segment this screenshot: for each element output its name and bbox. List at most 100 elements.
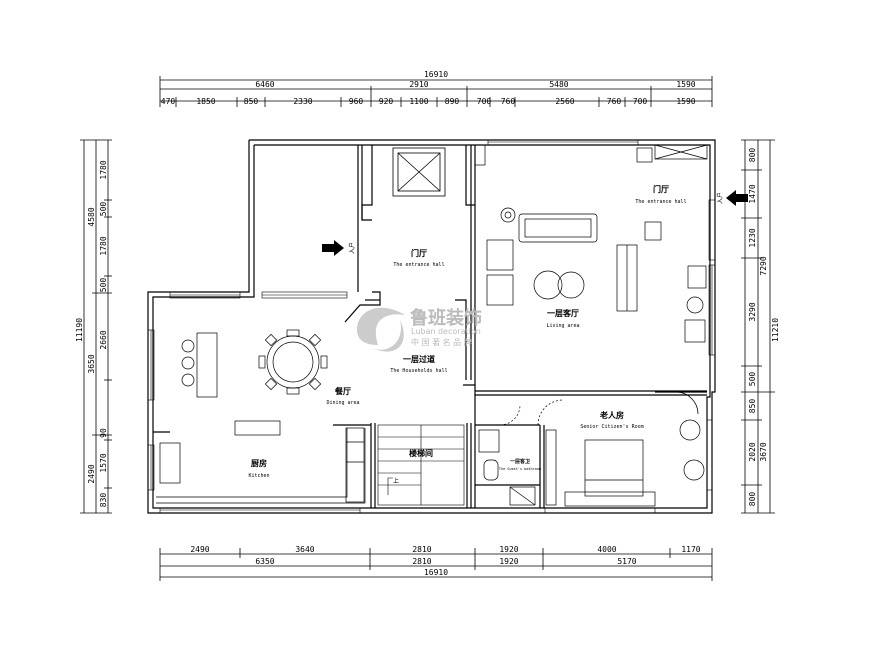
dim-top-3: 890 bbox=[445, 97, 460, 106]
dim-right-inner: 800 bbox=[748, 148, 757, 163]
dim-left-inner: 500 bbox=[99, 278, 108, 293]
dim-top-3: 1100 bbox=[409, 97, 428, 106]
kitchen-island bbox=[234, 420, 281, 436]
watermark-brand: 鲁班装饰 bbox=[410, 307, 482, 329]
room-label-cn: 一层客厅 bbox=[547, 308, 579, 318]
room-label-cn: 一层客卫 bbox=[510, 458, 530, 465]
dim-top-3: 2330 bbox=[293, 97, 312, 106]
console bbox=[644, 221, 662, 241]
elevator-shaft bbox=[392, 147, 446, 197]
room-label-en: Dining area bbox=[326, 400, 359, 406]
wardrobe bbox=[545, 429, 557, 506]
brand-logo-icon bbox=[357, 307, 405, 352]
dim-bottom-2: 5170 bbox=[617, 557, 636, 566]
room-label-en: Senior Citizen's Room bbox=[580, 424, 643, 430]
door-swing bbox=[537, 399, 564, 426]
dim-bottom-1: 1170 bbox=[681, 545, 700, 554]
dim-bottom-2: 6350 bbox=[255, 557, 274, 566]
living-furniture bbox=[474, 144, 708, 343]
dim-bottom-1: 3640 bbox=[295, 545, 314, 554]
dim-top-2: 6460 bbox=[255, 80, 274, 89]
toilet bbox=[483, 459, 499, 481]
kitchen-counters bbox=[156, 427, 366, 504]
dim-right-mid: 3670 bbox=[759, 442, 768, 461]
bathroom-fixtures bbox=[478, 429, 536, 506]
entry-label-left: 入户 bbox=[348, 242, 356, 254]
dim-top-2: 5480 bbox=[549, 80, 568, 89]
armchair bbox=[486, 274, 514, 306]
armchair-right bbox=[684, 319, 706, 343]
entry-label-right: 入户 bbox=[716, 192, 724, 204]
lounge-chair bbox=[683, 459, 705, 481]
dim-left-outer: 11190 bbox=[75, 318, 84, 342]
watermark-slogan: 中 国 著 名 品 牌 bbox=[411, 337, 472, 347]
room-label-cn: 餐厅 bbox=[334, 386, 351, 396]
dim-right-mid: 7290 bbox=[759, 256, 768, 275]
dim-top-3: 2560 bbox=[555, 97, 574, 106]
dimension-texts: 16910 6460 2910 5480 1590 470 1850 850 2… bbox=[75, 70, 780, 577]
bedroom-furniture bbox=[499, 391, 705, 507]
dim-right-outer: 11210 bbox=[771, 318, 780, 342]
dim-left-mid: 3650 bbox=[87, 354, 96, 373]
dim-right-inner: 850 bbox=[748, 399, 757, 414]
dim-top-3: 1590 bbox=[676, 97, 695, 106]
windows bbox=[147, 139, 716, 514]
arrow-left-icon bbox=[322, 240, 344, 256]
arrow-right-icon bbox=[726, 190, 748, 206]
dim-bottom-1: 2490 bbox=[190, 545, 209, 554]
walls bbox=[147, 139, 716, 514]
dim-bottom-total: 16910 bbox=[424, 568, 448, 577]
armchair bbox=[486, 239, 514, 271]
room-label-en: Kitchen bbox=[248, 473, 269, 479]
room-label-en: The entrance hall bbox=[635, 199, 686, 205]
dim-left-inner: 1780 bbox=[99, 236, 108, 255]
dim-left-inner: 830 bbox=[99, 493, 108, 508]
bar-counter bbox=[196, 332, 218, 398]
dim-top-3: 760 bbox=[607, 97, 622, 106]
dim-top-3: 1850 bbox=[196, 97, 215, 106]
dining-furniture bbox=[181, 329, 328, 436]
dimension-lines bbox=[80, 76, 775, 581]
room-label-en: Living area bbox=[546, 323, 579, 329]
dim-right-inner: 800 bbox=[748, 492, 757, 507]
room-label-en: The Households hall bbox=[390, 368, 447, 374]
dim-bottom-2: 1920 bbox=[499, 557, 518, 566]
bar-stool bbox=[181, 339, 195, 353]
dim-bottom-2: 2810 bbox=[412, 557, 431, 566]
dim-right-inner: 2020 bbox=[748, 442, 757, 461]
stair-arrow-icon bbox=[387, 477, 393, 495]
dim-right-inner: 3290 bbox=[748, 302, 757, 321]
dim-bottom-1: 4000 bbox=[597, 545, 616, 554]
dim-top-3: 700 bbox=[633, 97, 648, 106]
dim-left-mid: 4580 bbox=[87, 207, 96, 226]
watermark-latin: Luban decoration bbox=[411, 327, 481, 336]
entry-arrows: 入户 入户 bbox=[322, 190, 748, 256]
room-label-cn: 厨房 bbox=[251, 458, 267, 468]
dim-top-3: 960 bbox=[349, 97, 364, 106]
bedside-cabinet bbox=[564, 491, 656, 507]
room-label-cn: 门厅 bbox=[653, 184, 669, 194]
dim-bottom-1: 1920 bbox=[499, 545, 518, 554]
dim-left-mid: 2490 bbox=[87, 464, 96, 483]
dim-left-inner: 500 bbox=[99, 202, 108, 217]
sofa bbox=[518, 213, 598, 243]
coffee-table-2 bbox=[557, 271, 585, 299]
dim-bottom-1: 2810 bbox=[412, 545, 431, 554]
round-dining-table bbox=[266, 335, 320, 389]
dim-right-inner: 1230 bbox=[748, 228, 757, 247]
watermark: 鲁班装饰 Luban decoration 中 国 著 名 品 牌 bbox=[357, 307, 482, 352]
sink bbox=[478, 429, 500, 453]
dim-top-3: 700 bbox=[477, 97, 492, 106]
room-label-en: The entrance hall bbox=[393, 262, 444, 268]
room-label-cn: 楼梯间 bbox=[409, 448, 433, 458]
sofa-seat bbox=[524, 218, 592, 238]
lounge-chair bbox=[679, 419, 701, 441]
dim-right-inner: 500 bbox=[748, 372, 757, 387]
dim-left-inner: 1570 bbox=[99, 453, 108, 472]
stair-up-label: 上 bbox=[393, 477, 399, 485]
dim-top-3: 760 bbox=[501, 97, 516, 106]
dim-left-inner: 2660 bbox=[99, 330, 108, 349]
dim-left-inner: 90 bbox=[99, 428, 108, 438]
shower bbox=[509, 486, 536, 506]
